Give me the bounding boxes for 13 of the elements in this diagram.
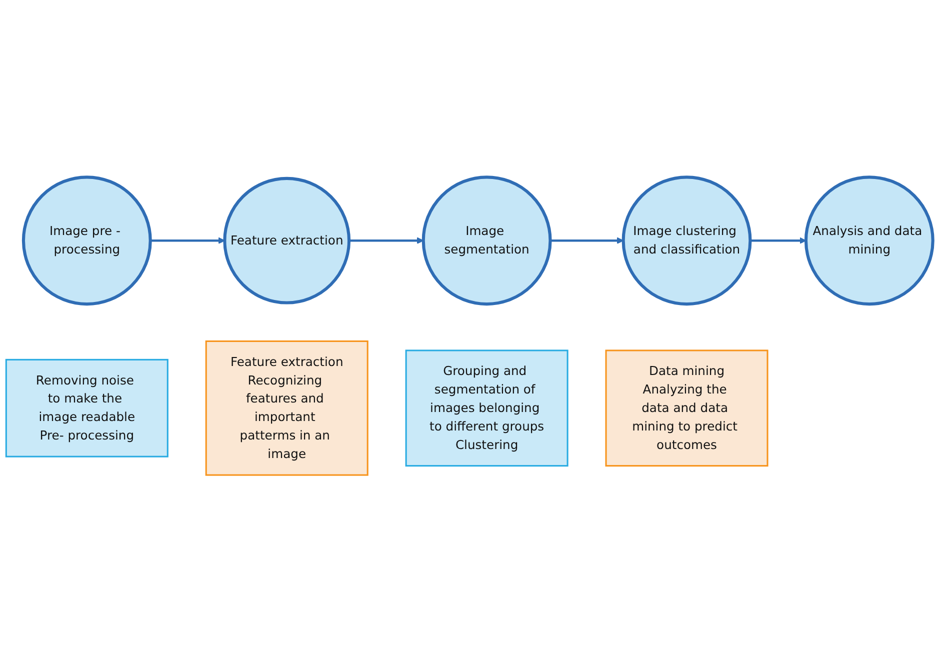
node-box: Feature extraction Recognizing features and important patterms in an image	[205, 340, 368, 476]
node-box: Data mining Analyzing the data and data mining to predict outcomes	[605, 350, 768, 466]
arrow	[150, 237, 225, 244]
node-circle: Analysis and data mining	[804, 176, 934, 306]
node-circle: Feature extraction	[223, 176, 351, 304]
node-box: Removing noise to make the image readable Pre- processing	[5, 358, 168, 458]
node-circle: Image pre - processing	[22, 176, 152, 306]
node-circle: Image clustering and classification	[622, 176, 752, 306]
arrow	[550, 237, 624, 244]
arrow	[750, 237, 806, 244]
node-box: Grouping and segmentation of images belonging to different groups Clustering	[405, 350, 568, 466]
node-circle: Image segmentation	[422, 176, 552, 306]
arrow	[349, 237, 424, 244]
